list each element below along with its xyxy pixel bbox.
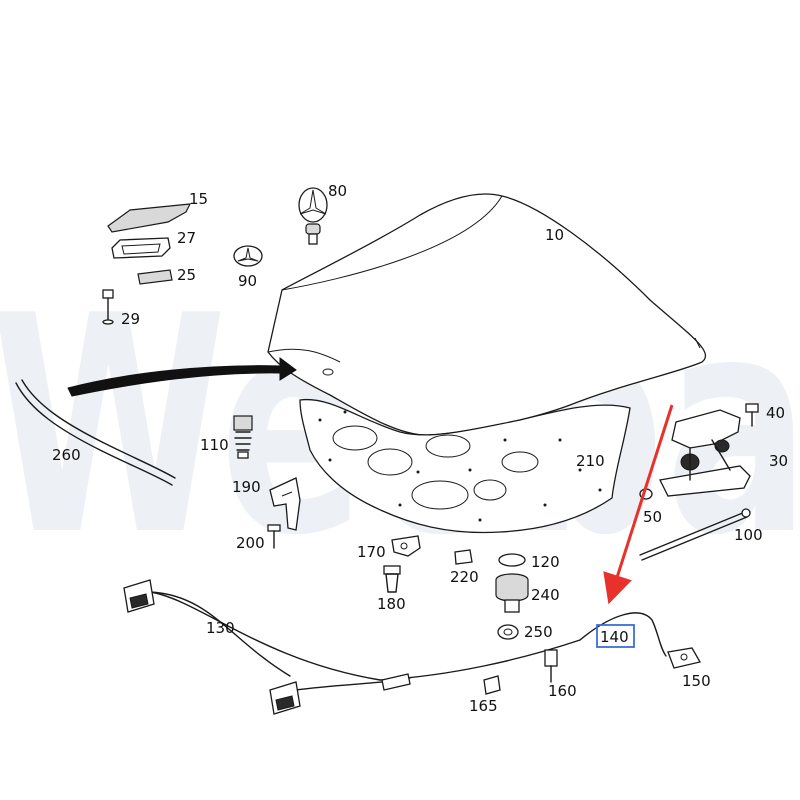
cable-guide-part xyxy=(381,673,411,691)
release-handle-upper-part xyxy=(123,579,155,613)
callout-110: 110 xyxy=(200,436,229,454)
callout-180: 180 xyxy=(377,595,406,613)
grommet-part xyxy=(497,624,519,640)
release-handle-lower-part xyxy=(269,681,301,715)
callout-27: 27 xyxy=(177,229,196,247)
callout-200: 200 xyxy=(236,534,265,552)
callout-130: 130 xyxy=(206,619,235,637)
callout-15: 15 xyxy=(189,190,208,208)
callout-30: 30 xyxy=(769,452,788,470)
callout-160: 160 xyxy=(548,682,577,700)
callout-240: 240 xyxy=(531,586,560,604)
washer-part xyxy=(498,553,526,567)
hood-part xyxy=(267,193,707,436)
callout-190: 190 xyxy=(232,478,261,496)
callout-165: 165 xyxy=(469,697,498,715)
badge-part xyxy=(233,245,263,267)
callout-140-highlight-box xyxy=(596,624,635,648)
nozzle-bracket-part xyxy=(111,237,171,259)
callout-25: 25 xyxy=(177,266,196,284)
cable-clip-part xyxy=(483,675,501,695)
nozzle-clip-part xyxy=(137,269,173,285)
callout-29: 29 xyxy=(121,310,140,328)
red-pointer-arrow xyxy=(603,404,674,605)
callout-220: 220 xyxy=(450,568,479,586)
seal-strip-part xyxy=(15,379,176,486)
hood-hinge-part xyxy=(659,409,751,497)
gas-strut-part xyxy=(639,508,751,561)
pin-part xyxy=(102,289,114,325)
rubber-buffer-part xyxy=(383,565,401,593)
callout-90: 90 xyxy=(238,272,257,290)
callout-260: 260 xyxy=(52,446,81,464)
callout-80: 80 xyxy=(328,182,347,200)
black-pointer-arrow xyxy=(67,357,297,397)
callout-140: 140 xyxy=(600,628,629,646)
callout-170: 170 xyxy=(357,543,386,561)
latch-hook-part xyxy=(391,535,421,557)
clip-part xyxy=(454,549,473,565)
callout-120: 120 xyxy=(531,553,560,571)
callout-150: 150 xyxy=(682,672,711,690)
callout-100: 100 xyxy=(734,526,763,544)
callout-10: 10 xyxy=(545,226,564,244)
cable-end-clip-part xyxy=(667,647,701,669)
spray-nozzle-cover-part xyxy=(107,203,192,233)
screw-part xyxy=(267,524,281,549)
callout-50: 50 xyxy=(643,508,662,526)
star-emblem-part xyxy=(298,187,328,245)
bracket-part xyxy=(269,477,301,531)
buffer-part xyxy=(495,573,529,613)
bump-stop-part xyxy=(233,415,253,459)
insulation-mat-part xyxy=(299,398,631,534)
callout-40: 40 xyxy=(766,404,785,422)
cable-holder-part xyxy=(544,649,558,683)
callout-250: 250 xyxy=(524,623,553,641)
callout-210: 210 xyxy=(576,452,605,470)
hinge-bolt-part xyxy=(745,403,759,427)
